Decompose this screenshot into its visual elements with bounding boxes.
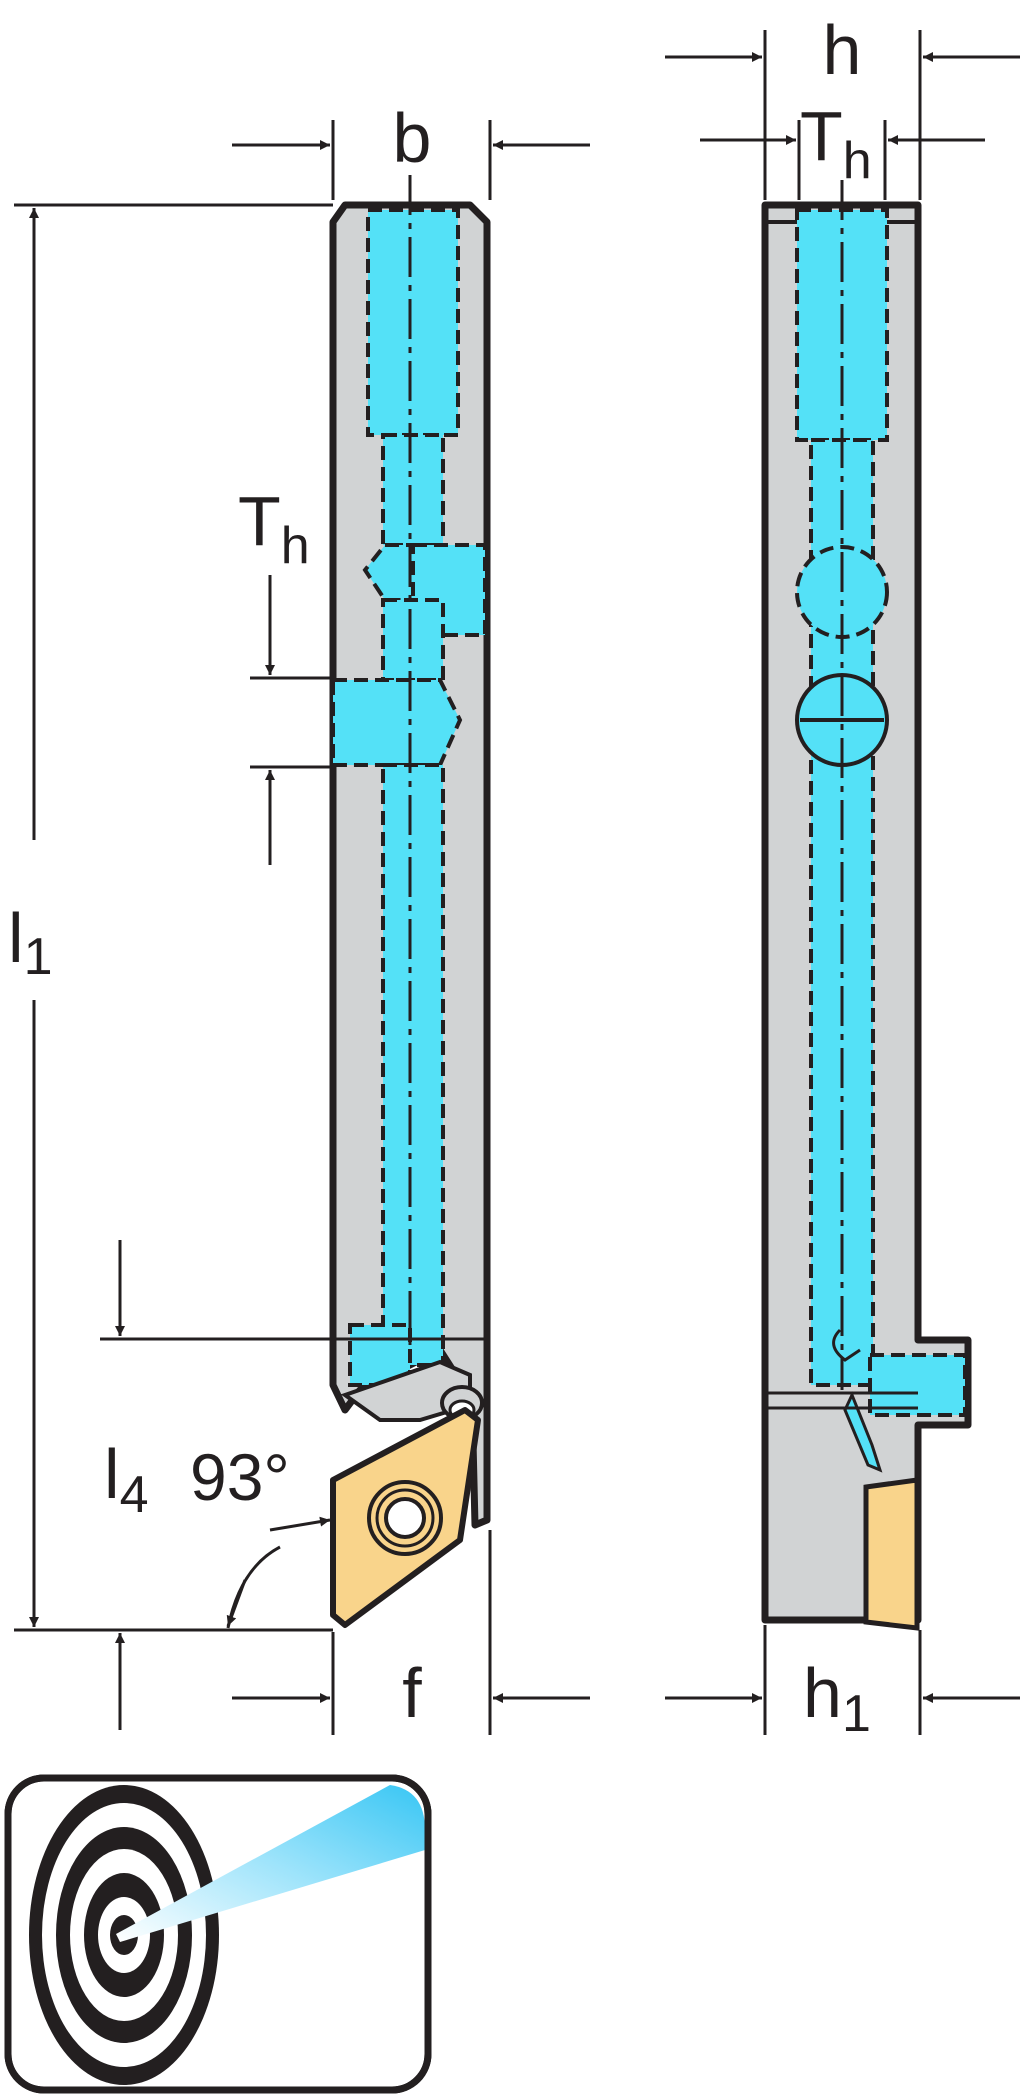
coolant-target-icon (4, 1774, 432, 2094)
front-coolant-channel (331, 208, 487, 1387)
angle-label: 93° (190, 1440, 290, 1514)
dim-label-b: b (393, 99, 432, 177)
dim-label-l1: l1 (8, 899, 52, 986)
dim-label-l4: l4 (104, 1435, 148, 1524)
side-view: h Th h1 (665, 11, 1020, 1743)
dim-label-h1: h1 (803, 1654, 871, 1743)
dim-label-th-front: Th (238, 482, 310, 575)
dim-label-h: h (823, 11, 862, 89)
dim-label-th-side: Th (800, 97, 872, 190)
front-view: b l1 Th l4 93° f (8, 99, 590, 1735)
dim-label-f: f (402, 1654, 422, 1732)
side-insert (863, 1477, 920, 1631)
